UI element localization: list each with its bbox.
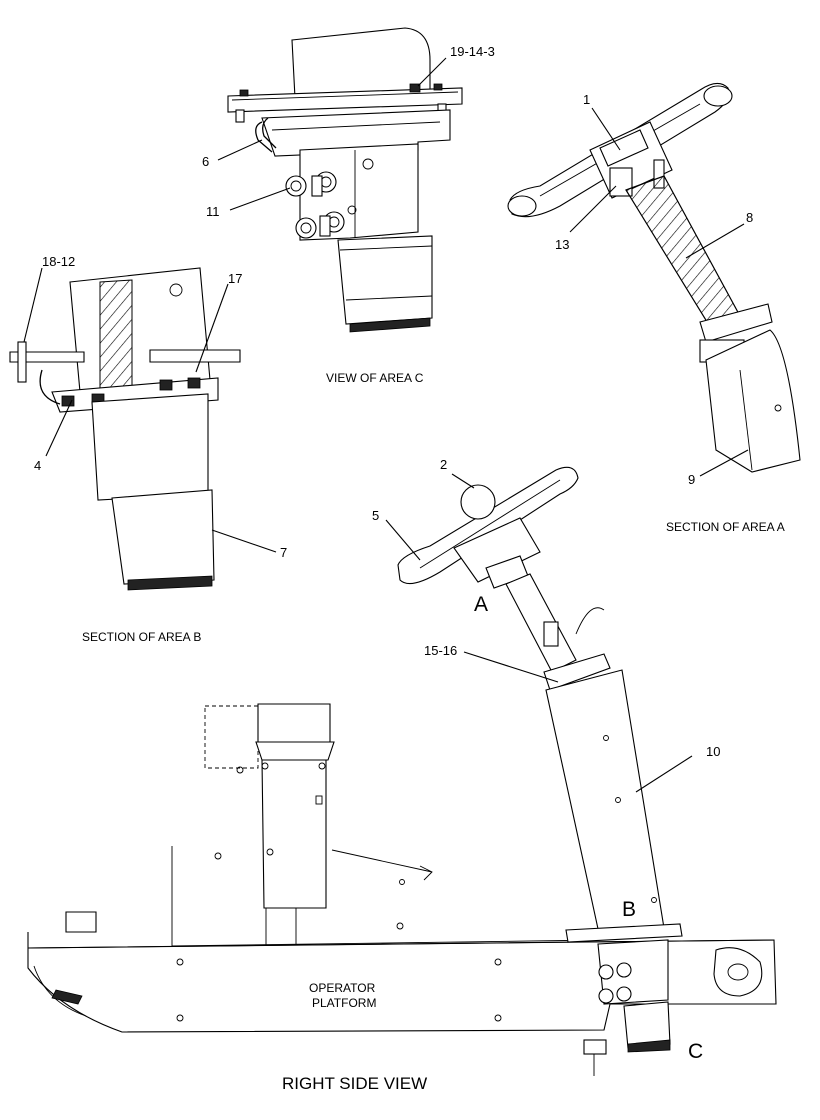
callout-1: 1 <box>583 92 590 107</box>
platform-label-line1: OPERATOR <box>309 981 376 995</box>
callout-13: 13 <box>555 237 569 252</box>
caption-view-area-c: VIEW OF AREA C <box>326 371 424 385</box>
callout-11: 11 <box>206 204 220 219</box>
right-side-view-drawing <box>27 466 777 1076</box>
area-letter-a: A <box>474 593 488 616</box>
callout-10: 10 <box>706 744 720 759</box>
view-area-c-drawing <box>227 27 463 333</box>
section-area-b-drawing <box>9 267 241 591</box>
callout-9: 9 <box>688 472 695 487</box>
callout-17: 17 <box>228 271 242 286</box>
callout-19-14-3: 19-14-3 <box>450 44 495 59</box>
area-letter-c: C <box>688 1040 703 1063</box>
callouts: 19-14-3 6 11 1 13 8 9 18-12 17 4 7 2 5 1… <box>34 44 753 759</box>
callout-8: 8 <box>746 210 753 225</box>
view-captions: VIEW OF AREA C SECTION OF AREA A SECTION… <box>82 371 785 1093</box>
leader-lines <box>23 57 749 793</box>
caption-section-area-a: SECTION OF AREA A <box>666 520 785 534</box>
callout-4: 4 <box>34 458 41 473</box>
caption-section-area-b: SECTION OF AREA B <box>82 630 201 644</box>
callout-7: 7 <box>280 545 287 560</box>
section-area-a-drawing <box>507 82 801 473</box>
platform-label-line2: PLATFORM <box>312 996 376 1010</box>
callout-15-16: 15-16 <box>424 643 457 658</box>
callout-18-12: 18-12 <box>42 254 75 269</box>
area-letter-b: B <box>622 898 636 921</box>
callout-5: 5 <box>372 508 379 523</box>
callout-6: 6 <box>202 154 209 169</box>
caption-right-side-view: RIGHT SIDE VIEW <box>282 1074 427 1093</box>
callout-2: 2 <box>440 457 447 472</box>
